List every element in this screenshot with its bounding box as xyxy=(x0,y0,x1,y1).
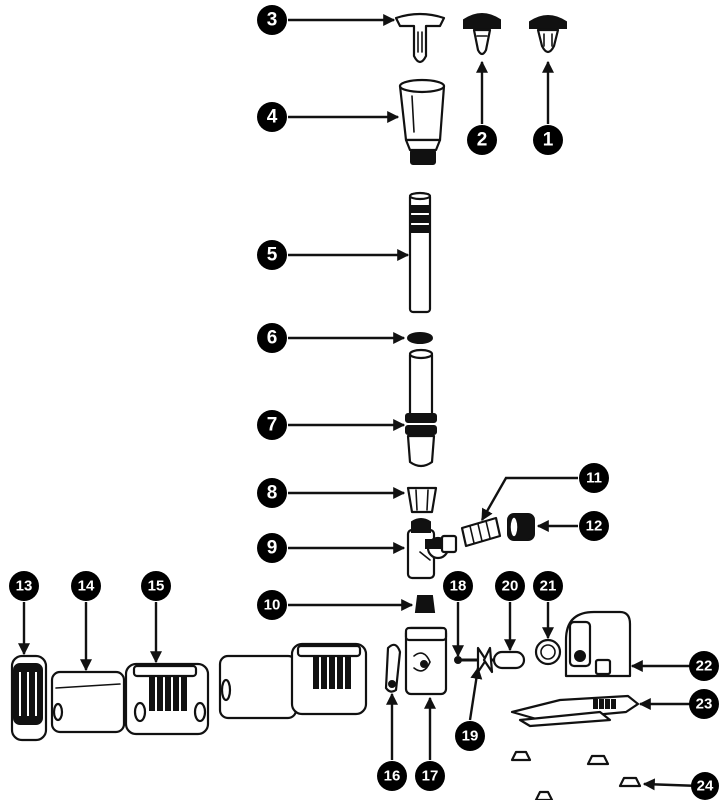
callout-17: 17 xyxy=(415,761,445,791)
part-12-end-cap xyxy=(507,513,535,541)
callout-23-number: 23 xyxy=(696,696,713,713)
part-20-magnet-rotor xyxy=(492,650,526,670)
part-14-sponge-block xyxy=(50,670,126,734)
callout-9-number: 9 xyxy=(267,538,278,559)
part-10-small-cap xyxy=(414,595,436,613)
part-19-impeller-blades xyxy=(476,646,494,674)
part-11-ribbed-connector xyxy=(460,516,502,548)
callout-11-number: 11 xyxy=(586,470,602,487)
callout-12-number: 12 xyxy=(586,518,603,535)
callout-23: 23 xyxy=(689,689,719,719)
callout-10-number: 10 xyxy=(264,597,281,614)
part-7-lower-tube xyxy=(405,348,437,468)
callout-19-number: 19 xyxy=(462,728,479,745)
callout-1: 1 xyxy=(533,125,563,155)
callout-16-number: 16 xyxy=(384,768,401,785)
part-23-mounting-bracket xyxy=(510,694,640,728)
part-24-suction-cups xyxy=(510,750,642,800)
part-22-motor-housing xyxy=(564,610,632,678)
callout-6: 6 xyxy=(257,323,287,353)
callout-10: 10 xyxy=(257,590,287,620)
callout-17-number: 17 xyxy=(422,768,439,785)
callout-8-number: 8 xyxy=(267,483,278,504)
callout-6-number: 6 xyxy=(267,328,278,349)
part-15-filter-cartridge xyxy=(124,662,210,736)
callout-18-number: 18 xyxy=(450,578,467,595)
part-5-upper-tube xyxy=(408,191,432,314)
callout-12: 12 xyxy=(579,511,609,541)
callout-13: 13 xyxy=(9,571,39,601)
callout-2: 2 xyxy=(467,125,497,155)
callout-5: 5 xyxy=(257,240,287,270)
callout-4-number: 4 xyxy=(267,107,278,128)
part-6-o-ring xyxy=(407,332,433,344)
callout-5-number: 5 xyxy=(267,245,278,266)
callout-22: 22 xyxy=(689,651,719,681)
callout-24: 24 xyxy=(691,772,719,800)
part-1-spray-nozzle xyxy=(529,15,567,54)
callout-15: 15 xyxy=(141,571,171,601)
part-21-gasket-ring xyxy=(534,638,562,666)
callout-19: 19 xyxy=(455,721,485,751)
part-16-clip xyxy=(384,643,402,693)
callout-3: 3 xyxy=(257,5,287,35)
callout-11: 11 xyxy=(579,463,609,493)
callout-16: 16 xyxy=(377,761,407,791)
callout-15-number: 15 xyxy=(148,578,165,595)
callout-14-number: 14 xyxy=(78,578,95,595)
callout-2-number: 2 xyxy=(477,130,488,151)
callout-4: 4 xyxy=(257,102,287,132)
leader-lines xyxy=(18,14,701,791)
part-3-t-nozzle xyxy=(394,12,446,64)
callout-21-number: 21 xyxy=(540,578,557,595)
callout-13-number: 13 xyxy=(16,578,33,595)
callout-22-number: 22 xyxy=(696,658,713,675)
callout-14: 14 xyxy=(71,571,101,601)
callout-3-number: 3 xyxy=(267,10,278,31)
callout-20: 20 xyxy=(495,571,525,601)
part-4-extension-cup xyxy=(398,78,446,165)
part-2-mushroom-nozzle xyxy=(463,13,501,56)
part-8-coupling-nut xyxy=(406,486,438,514)
part-17-impeller-housing xyxy=(404,626,448,696)
callout-21: 21 xyxy=(533,571,563,601)
callout-24-number: 24 xyxy=(697,778,714,795)
callout-9: 9 xyxy=(257,533,287,563)
part-9-valve-body xyxy=(406,518,458,580)
callout-7-number: 7 xyxy=(267,415,278,436)
callout-18: 18 xyxy=(443,571,473,601)
part-13-intake-cap xyxy=(10,654,48,742)
assembled-filter-group xyxy=(218,642,368,720)
callout-7: 7 xyxy=(257,410,287,440)
callout-8: 8 xyxy=(257,478,287,508)
callout-20-number: 20 xyxy=(502,578,519,595)
callout-1-number: 1 xyxy=(543,130,554,151)
